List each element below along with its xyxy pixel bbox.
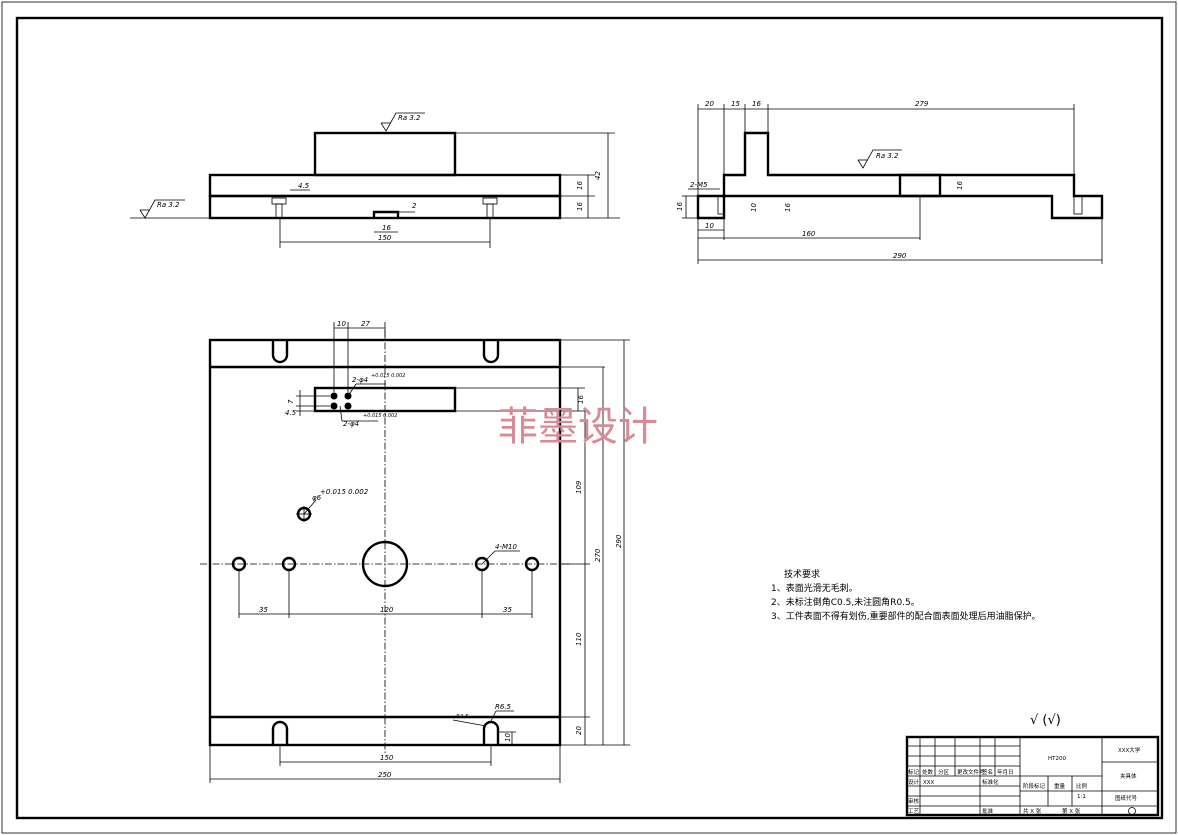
plan-dim-35-right: 35: [503, 606, 512, 614]
front-dim-45: 4.5: [298, 182, 310, 190]
plan-holes-top-tol: +0.015 0.002: [371, 373, 405, 379]
projection-icon: [1128, 807, 1136, 815]
tech-notes-title: 技术要求: [784, 568, 820, 580]
plan-dim-r65: R6.5: [495, 703, 512, 711]
plan-dim-27: 27: [361, 320, 370, 328]
tb-material: HT200: [1048, 756, 1066, 762]
tech-note-3: 3、工件表面不得有划伤,重要部件的配合面表面处理后用油脂保护。: [771, 610, 1041, 622]
front-dim-16b: 16: [576, 202, 584, 211]
front-dim-42: 42: [594, 171, 602, 180]
tb-scale: 1:1: [1077, 794, 1086, 800]
tech-notes: 技术要求 1、表面光滑无毛刺。 2、未标注倒角C0.5,未注圆角R0.5。 3、…: [771, 568, 1041, 622]
front-roughness-left: Ra 3.2: [157, 201, 180, 209]
front-dim-150: 150: [378, 234, 392, 242]
side-dim-h16b: 16: [784, 203, 792, 212]
plan-dim-150: 150: [380, 754, 394, 762]
side-dim-10: 10: [705, 222, 714, 230]
tb-label-total: 共 X 张: [1023, 807, 1042, 815]
front-dim-slot: 16: [382, 224, 391, 232]
watermark: 菲墨设计: [498, 404, 658, 450]
tb-label-sheet: 第 X 张: [1062, 807, 1081, 815]
front-view: 42 16 16 150 16 2 4.5 Ra 3.2 Ra 3.2: [130, 112, 620, 248]
side-dim-h16a: 16: [676, 202, 684, 211]
front-dim-2: 2: [412, 202, 417, 210]
inner-frame: [15, 16, 1164, 820]
tb-drawing-no: 图纸代号: [1115, 794, 1138, 802]
tb-school: XXX大学: [1118, 746, 1141, 754]
plan-dim-7: 7: [287, 399, 295, 404]
tb-label-design: 设计: [908, 778, 920, 786]
side-section: 20 15 16 279 10 160 290 16 10 16 16 2-M5…: [676, 100, 1104, 264]
plan-dim-20: 20: [575, 726, 583, 735]
tb-designer: XXX: [923, 780, 935, 786]
plan-dim-16: 16: [577, 395, 585, 404]
side-dim-20: 20: [705, 100, 714, 108]
side-dim-holeh: 16: [956, 181, 964, 190]
front-dim-16a: 16: [576, 181, 584, 190]
plan-dim-120: 120: [380, 606, 394, 614]
plan-dim-10: 10: [337, 320, 346, 328]
tb-label-count: 处数: [922, 768, 934, 776]
tb-label-approve: 批准: [982, 807, 994, 815]
plan-dim-35-left: 35: [259, 606, 268, 614]
side-dim-16: 16: [752, 100, 761, 108]
plan-dim-290: 290: [615, 534, 623, 548]
plan-pin-hole: φ6: [312, 494, 322, 502]
tb-label-change: 更改文件号: [957, 768, 985, 776]
tech-note-1: 1、表面光滑无毛刺。: [771, 582, 858, 594]
tb-label-std: 标准化: [982, 778, 999, 786]
front-roughness-top: Ra 3.2: [398, 114, 421, 122]
side-dim-15: 15: [731, 100, 740, 108]
plan-dim-250: 250: [378, 771, 392, 779]
tb-part-name: 夹具体: [1120, 772, 1137, 780]
plan-dim-270: 270: [594, 548, 602, 562]
side-dim-160: 160: [802, 230, 816, 238]
tech-note-2: 2、未标注倒角C0.5,未注圆角R0.5。: [771, 596, 920, 608]
plan-holes-bottom: 2-φ4: [343, 420, 359, 428]
general-roughness: √ (√): [1030, 713, 1061, 728]
tb-label-weight: 重量: [1054, 782, 1066, 790]
plan-dim-110: 110: [575, 632, 583, 646]
plan-dim-r25: R2.5: [456, 714, 469, 720]
side-dim-h10: 10: [750, 203, 758, 212]
tb-label-review: 审核: [908, 797, 920, 805]
tb-label-zone: 分区: [938, 768, 950, 776]
side-dim-290: 290: [893, 252, 907, 260]
plan-view: φ6 +0.015 0.002 4-M10 35 120 35 10 27 2-…: [200, 320, 630, 783]
plan-four-holes: 4-M10: [495, 543, 517, 551]
side-dim-279: 279: [915, 100, 929, 108]
plan-holes-bottom-tol: +0.015 0.002: [363, 413, 397, 419]
side-roughness: Ra 3.2: [876, 152, 899, 160]
plan-dim-109: 109: [575, 480, 583, 494]
tb-label-stage: 阶段标记: [1023, 782, 1046, 790]
tb-label-process: 工艺: [908, 808, 920, 815]
plan-holes-top: 2-φ4: [352, 376, 368, 384]
plan-pin-tol: +0.015 0.002: [320, 488, 369, 496]
plan-dim-45: 4.5: [285, 409, 297, 417]
tb-label-date: 年月日: [997, 768, 1014, 776]
side-dim-thread: 2-M5: [690, 181, 708, 189]
plan-dim-10b: 10: [504, 733, 512, 742]
tb-label-sign: 签名: [982, 768, 993, 776]
title-block: HT200 XXX大学 夹具体 图纸代号 1:1 标记 处数 分区 更改文件号 …: [905, 735, 1160, 817]
tb-label-scale: 比例: [1076, 782, 1088, 790]
tb-label-mark: 标记: [908, 768, 920, 776]
